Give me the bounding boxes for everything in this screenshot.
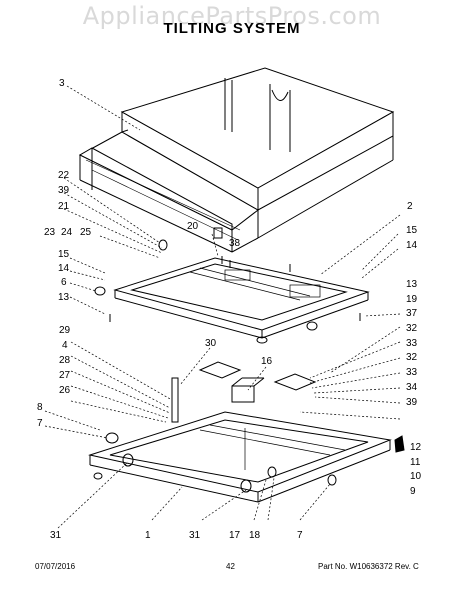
- leader-lines: [44, 85, 405, 529]
- part-label-19: 19: [406, 294, 418, 305]
- hardware-parts: [94, 227, 361, 322]
- part-label-8: 8: [37, 402, 43, 413]
- part-label-16: 16: [261, 356, 273, 367]
- part-label-22: 22: [58, 170, 70, 181]
- part-label-4: 4: [62, 340, 68, 351]
- part-label-31-right: 31: [189, 530, 201, 541]
- part-label-14-right: 14: [406, 240, 418, 251]
- part-label-32-a: 32: [406, 323, 418, 334]
- part-label-6: 6: [61, 277, 67, 288]
- part-label-7-left: 7: [37, 418, 43, 429]
- part-label-38: 38: [229, 238, 241, 249]
- part-label-32-b: 32: [406, 352, 418, 363]
- footer-date: 07/07/2016: [35, 562, 76, 571]
- part-label-25: 25: [80, 227, 92, 238]
- part-label-9: 9: [410, 486, 416, 497]
- part-label-15-right: 15: [406, 225, 418, 236]
- part-label-23: 23: [44, 227, 56, 238]
- watermark: AppliancePartsPros.com: [82, 2, 382, 30]
- part-label-1: 1: [145, 530, 151, 541]
- part-label-33-b: 33: [406, 367, 418, 378]
- base-frame-part: [88, 377, 405, 503]
- footer-page-number: 42: [226, 562, 235, 571]
- footer-part-number: Part No. W10636372 Rev. C: [318, 562, 419, 571]
- page-title: TILTING SYSTEM: [163, 20, 301, 37]
- part-label-14-left: 14: [58, 263, 70, 274]
- part-label-37: 37: [406, 308, 418, 319]
- part-label-39-right: 39: [406, 397, 418, 408]
- part-label-3: 3: [59, 78, 65, 89]
- part-label-13-right: 13: [406, 279, 418, 290]
- part-label-28: 28: [59, 355, 71, 366]
- part-label-39: 39: [58, 185, 70, 196]
- part-label-31-left: 31: [50, 530, 62, 541]
- part-label-20: 20: [187, 221, 199, 232]
- part-label-21: 21: [58, 201, 70, 212]
- top-frame-part: [113, 257, 370, 344]
- part-label-15-left: 15: [58, 249, 70, 260]
- part-label-33-a: 33: [406, 338, 418, 349]
- part-label-2: 2: [407, 201, 413, 212]
- part-label-24: 24: [61, 227, 73, 238]
- tub-part: [78, 67, 395, 253]
- part-label-30: 30: [205, 338, 217, 349]
- part-label-10: 10: [410, 471, 422, 482]
- part-label-7-right: 7: [297, 530, 303, 541]
- part-label-17: 17: [229, 530, 241, 541]
- part-label-29: 29: [59, 325, 71, 336]
- part-label-18: 18: [249, 530, 261, 541]
- part-label-34: 34: [406, 382, 418, 393]
- part-label-26: 26: [59, 385, 71, 396]
- part-label-13-left: 13: [58, 292, 70, 303]
- part-label-27: 27: [59, 370, 71, 381]
- bracket-parts: [198, 361, 317, 403]
- part-label-11: 11: [410, 457, 421, 468]
- part-label-12: 12: [410, 442, 422, 453]
